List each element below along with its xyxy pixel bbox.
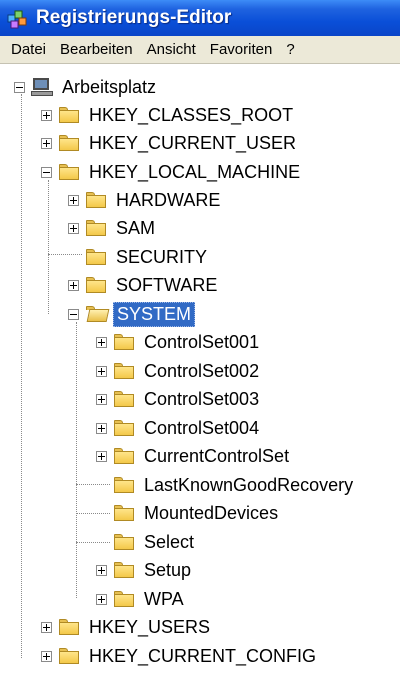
- tree-item-wpa[interactable]: WPA: [96, 585, 187, 613]
- folder-icon: [85, 219, 107, 237]
- folder-icon: [113, 476, 135, 494]
- tree-line: [76, 322, 77, 598]
- expand-toggle[interactable]: [96, 450, 107, 462]
- tree-item-label: ControlSet001: [144, 331, 260, 352]
- menu-bar: Datei Bearbeiten Ansicht Favoriten ?: [0, 36, 400, 64]
- tree-item-select[interactable]: Select: [96, 528, 197, 556]
- tree-item-lastknowngoodrecovery[interactable]: LastKnownGoodRecovery: [96, 471, 356, 499]
- folder-icon: [113, 333, 135, 351]
- tree-item-label: LastKnownGoodRecovery: [144, 474, 354, 495]
- expand-toggle[interactable]: [96, 365, 107, 377]
- menu-help[interactable]: ?: [286, 40, 295, 58]
- expand-toggle[interactable]: [68, 279, 79, 291]
- folder-icon: [85, 248, 107, 266]
- folder-icon: [113, 362, 135, 380]
- menu-bearbeiten[interactable]: Bearbeiten: [60, 40, 133, 58]
- tree-item-label: HARDWARE: [116, 189, 221, 210]
- tree-item-label: HKEY_LOCAL_MACHINE: [89, 161, 301, 182]
- computer-icon: [31, 77, 53, 97]
- tree-item-label: HKEY_CURRENT_USER: [89, 132, 297, 153]
- expand-toggle[interactable]: [96, 336, 107, 348]
- tree-item-controlset003[interactable]: ControlSet003: [96, 385, 262, 413]
- collapse-toggle[interactable]: [14, 81, 25, 93]
- tree-line: [76, 484, 110, 485]
- tree-item-label: HKEY_CLASSES_ROOT: [89, 104, 294, 125]
- folder-icon: [113, 419, 135, 437]
- folder-icon: [113, 561, 135, 579]
- tree-item-label: ControlSet002: [144, 360, 260, 381]
- tree-item-controlset001[interactable]: ControlSet001: [96, 328, 262, 356]
- expand-toggle[interactable]: [96, 422, 107, 434]
- tree-line: [21, 94, 22, 658]
- folder-icon: [85, 191, 107, 209]
- folder-icon: [113, 447, 135, 465]
- tree-line: [76, 513, 110, 514]
- tree-item-label: Select: [144, 531, 195, 552]
- folder-icon: [58, 106, 80, 124]
- collapse-toggle[interactable]: [68, 308, 79, 320]
- folder-icon: [58, 134, 80, 152]
- tree-item-hkey-current-user[interactable]: HKEY_CURRENT_USER: [41, 129, 299, 157]
- expand-toggle[interactable]: [68, 222, 79, 234]
- tree-item-hardware[interactable]: HARDWARE: [68, 186, 223, 214]
- regedit-icon: [6, 6, 30, 30]
- tree-item-arbeitsplatz[interactable]: Arbeitsplatz: [14, 73, 159, 101]
- tree-item-label: Arbeitsplatz: [62, 76, 157, 97]
- tree-item-software[interactable]: SOFTWARE: [68, 271, 220, 299]
- tree-item-system[interactable]: SYSTEM: [68, 300, 196, 328]
- tree-item-sam[interactable]: SAM: [68, 214, 158, 242]
- tree-item-label: HKEY_USERS: [89, 616, 211, 637]
- open-folder-icon: [85, 305, 110, 323]
- expand-toggle[interactable]: [96, 593, 107, 605]
- tree-item-label: SECURITY: [116, 246, 208, 267]
- folder-icon: [58, 163, 80, 181]
- tree-item-hkey-current-config[interactable]: HKEY_CURRENT_CONFIG: [41, 642, 319, 670]
- tree-item-label: ControlSet003: [144, 388, 260, 409]
- tree-item-label: Setup: [144, 559, 192, 580]
- folder-icon: [113, 590, 135, 608]
- expand-toggle[interactable]: [96, 393, 107, 405]
- window-title: Registrierungs-Editor: [36, 7, 232, 28]
- collapse-toggle[interactable]: [41, 166, 52, 178]
- tree-item-label: SAM: [116, 217, 156, 238]
- tree-item-label: MountedDevices: [144, 502, 279, 523]
- title-bar[interactable]: Registrierungs-Editor: [0, 0, 400, 36]
- menu-favoriten[interactable]: Favoriten: [209, 40, 273, 58]
- tree-item-setup[interactable]: Setup: [96, 556, 194, 584]
- tree-item-label: SOFTWARE: [116, 274, 218, 295]
- folder-icon: [113, 533, 135, 551]
- folder-icon: [58, 647, 80, 665]
- menu-datei[interactable]: Datei: [11, 40, 47, 58]
- tree-item-hkey-local-machine[interactable]: HKEY_LOCAL_MACHINE: [41, 158, 303, 186]
- tree-item-label-selected: SYSTEM: [113, 301, 196, 327]
- tree-item-mounteddevices[interactable]: MountedDevices: [96, 499, 281, 527]
- tree-item-hkey-users[interactable]: HKEY_USERS: [41, 613, 213, 641]
- tree-item-label: ControlSet004: [144, 417, 260, 438]
- folder-icon: [58, 618, 80, 636]
- tree-item-security[interactable]: SECURITY: [68, 243, 210, 271]
- expand-toggle[interactable]: [41, 137, 52, 149]
- tree-item-controlset004[interactable]: ControlSet004: [96, 414, 262, 442]
- tree-line: [48, 180, 49, 314]
- expand-toggle[interactable]: [41, 650, 52, 662]
- folder-icon: [113, 390, 135, 408]
- expand-toggle[interactable]: [96, 564, 107, 576]
- tree-item-label: CurrentControlSet: [144, 445, 290, 466]
- tree-item-label: WPA: [144, 588, 184, 609]
- expand-toggle[interactable]: [41, 109, 52, 121]
- expand-toggle[interactable]: [41, 621, 52, 633]
- tree-item-label: HKEY_CURRENT_CONFIG: [89, 645, 317, 666]
- tree-item-currentcontrolset[interactable]: CurrentControlSet: [96, 442, 292, 470]
- registry-tree[interactable]: Arbeitsplatz HKEY_CLASSES_ROOT HKEY_CURR…: [0, 64, 400, 686]
- tree-item-controlset002[interactable]: ControlSet002: [96, 357, 262, 385]
- expand-toggle[interactable]: [68, 194, 79, 206]
- tree-item-hkey-classes-root[interactable]: HKEY_CLASSES_ROOT: [41, 101, 296, 129]
- tree-line: [76, 542, 110, 543]
- folder-icon: [85, 276, 107, 294]
- menu-ansicht[interactable]: Ansicht: [146, 40, 196, 58]
- folder-icon: [113, 504, 135, 522]
- tree-line: [48, 254, 82, 255]
